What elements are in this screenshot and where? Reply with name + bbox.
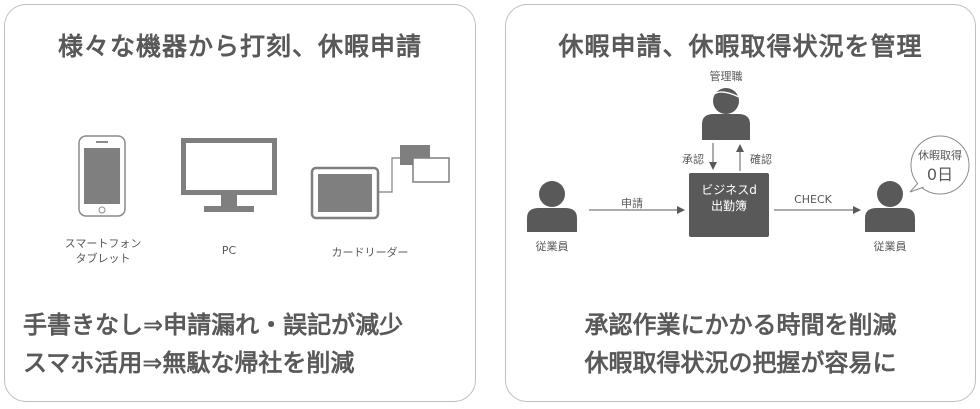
smartphone-label: スマートフォン [64, 237, 142, 250]
right-panel-title: 休暇申請、休暇取得状況を管理 [558, 32, 923, 61]
bubble-line1: 休暇取得 [918, 149, 962, 162]
left-panel-title: 様々な機器から打刻、休暇申請 [57, 32, 422, 61]
apply-label: 申請 [621, 197, 643, 210]
smartphone-icon [78, 135, 126, 217]
employee-left-label: 従業員 [535, 240, 569, 253]
pc-monitor-icon [181, 138, 277, 212]
speech-bubble [909, 135, 970, 195]
employee-left-icon [527, 181, 577, 232]
right-bottom-line1: 承認作業にかかる時間を削減 [584, 311, 897, 339]
pc-label: PC [221, 244, 237, 257]
business-d-system-box [689, 173, 769, 237]
employee-right-icon [865, 181, 915, 232]
left-bottom-line1: 手書きなし⇒申請漏れ・誤記が減少 [23, 311, 404, 339]
approve-label: 承認 [682, 153, 704, 166]
manager-label: 管理職 [709, 70, 743, 83]
card-reader-icon [310, 145, 450, 220]
check-label: CHECK [794, 193, 832, 206]
left-bottom-line2: スマホ活用⇒無駄な帰社を削減 [23, 349, 355, 377]
right-bottom-line2: 休暇取得状況の把握が容易に [584, 349, 897, 377]
system-box-label: ビジネスd 出勤簿 [691, 182, 767, 214]
tablet-label: タブレット [75, 252, 131, 265]
card-reader-label: カードリーダー [331, 246, 409, 259]
manager-person-icon [702, 88, 750, 140]
confirm-label: 確認 [750, 153, 772, 166]
system-subtitle: 出勤簿 [710, 199, 747, 213]
system-name: ビジネスd [701, 183, 757, 197]
bubble-line2: 0日 [926, 165, 954, 184]
employee-right-label: 従業員 [873, 240, 907, 253]
